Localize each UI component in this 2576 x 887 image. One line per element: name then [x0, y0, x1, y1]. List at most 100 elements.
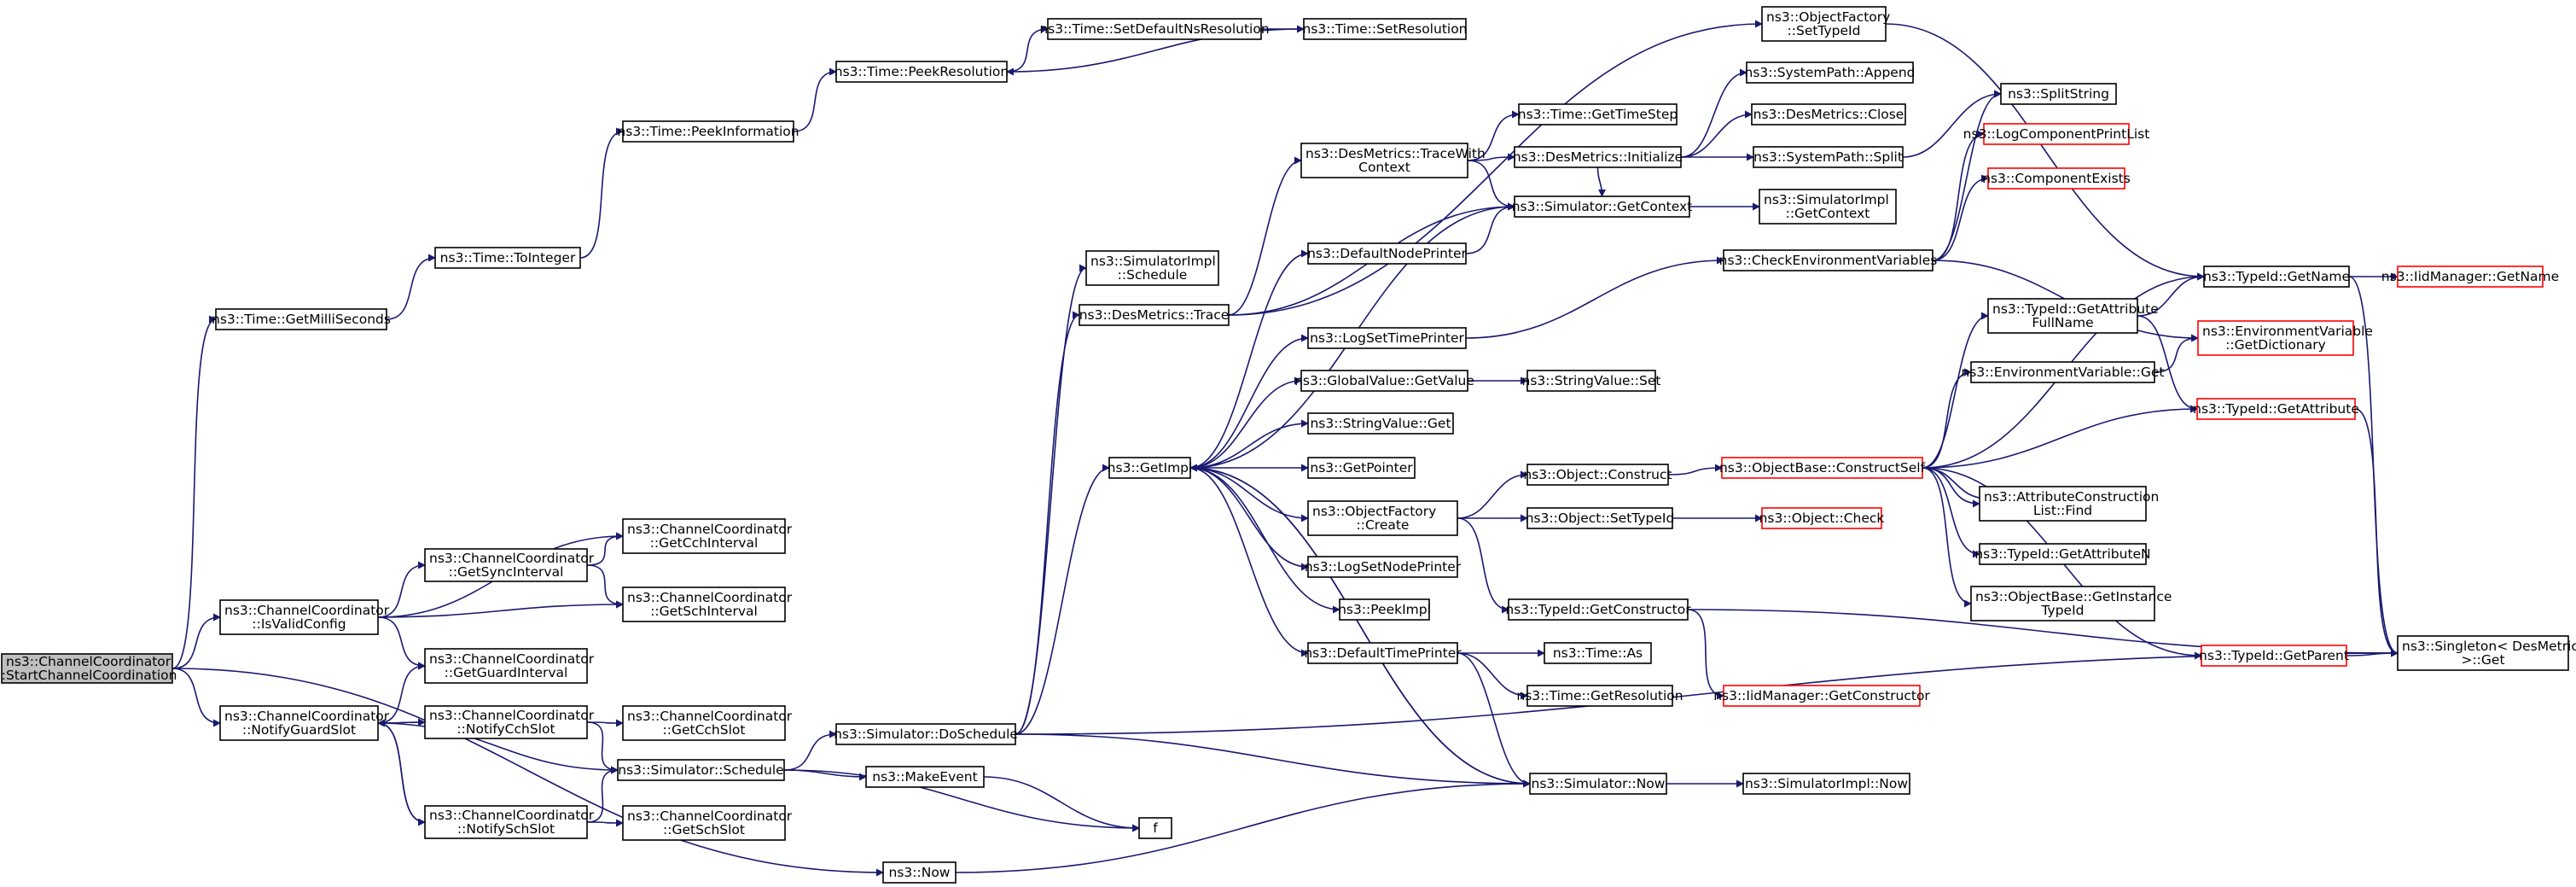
node-getPointer[interactable]: ns3::GetPointer: [1307, 457, 1416, 479]
node-logCompPrint[interactable]: ns3::LogComponentPrintList: [1963, 123, 2150, 145]
node-setRes[interactable]: ns3::Time::SetResolution: [1302, 18, 1468, 40]
edge-simDoSchedule-to-desTrace: [1015, 311, 1080, 735]
node-box: [2203, 266, 2350, 288]
node-envGet[interactable]: ns3::EnvironmentVariable::Get: [1961, 361, 2165, 383]
node-logSetNode[interactable]: ns3::LogSetNodePrinter: [1305, 556, 1462, 578]
node-box: [1761, 507, 1882, 529]
node-peekInfo[interactable]: ns3::Time::PeekInformation: [617, 120, 800, 143]
node-f[interactable]: f: [1138, 817, 1172, 839]
node-peekImpl[interactable]: ns3::PeekImpl: [1338, 598, 1431, 621]
node-isValid[interactable]: ns3::ChannelCoordinator::IsValidConfig: [219, 599, 390, 635]
node-simImplNow[interactable]: ns3::SimulatorImpl::Now: [1742, 773, 1910, 795]
node-compExists[interactable]: ns3::ComponentExists: [1982, 167, 2131, 190]
node-getSchSlot[interactable]: ns3::ChannelCoordinator::GetSchSlot: [622, 805, 793, 841]
node-notifySch[interactable]: ns3::ChannelCoordinator::NotifySchSlot: [424, 805, 595, 839]
node-box: [1508, 598, 1689, 621]
node-desInit[interactable]: ns3::DesMetrics::Initialize: [1513, 146, 1683, 168]
node-label: ::GetCchInterval: [650, 535, 759, 551]
node-box: [622, 120, 794, 143]
edge-root-to-isValid: [172, 613, 221, 669]
node-sysAppend[interactable]: ns3::SystemPath::Append: [1745, 61, 1916, 84]
node-label: ns3::SimulatorImpl: [1764, 192, 1889, 207]
node-label: >::Get: [2461, 652, 2504, 668]
node-label: FullName: [2032, 315, 2093, 330]
node-typeIdGetAttrN[interactable]: ns3::TypeId::GetAttributeN: [1974, 543, 2151, 565]
node-getImpl[interactable]: ns3::GetImpl: [1108, 457, 1193, 479]
node-sysSplit[interactable]: ns3::SystemPath::Split: [1753, 146, 1904, 168]
node-toInteger[interactable]: ns3::Time::ToInteger: [434, 247, 581, 269]
node-stringValueSet[interactable]: ns3::StringValue::Set: [1522, 370, 1661, 392]
node-getCchInt[interactable]: ns3::ChannelCoordinator::GetCchInterval: [622, 518, 793, 554]
node-box: [2397, 266, 2544, 288]
node-timeGetRes[interactable]: ns3::Time::GetResolution: [1516, 685, 1683, 707]
node-objBaseConstructSelf[interactable]: ns3::ObjectBase::ConstructSelf: [1719, 457, 1926, 479]
node-defNodePrinter[interactable]: ns3::DefaultNodePrinter: [1307, 242, 1468, 265]
node-simImplGetContext[interactable]: ns3::SimulatorImpl::GetContext: [1759, 189, 1897, 225]
node-typeIdGetAttr[interactable]: ns3::TypeId::GetAttribute: [2193, 398, 2359, 420]
node-simImplSchedule[interactable]: ns3::SimulatorImpl::Schedule: [1085, 250, 1219, 286]
node-objFactCreate[interactable]: ns3::ObjectFactory::Create: [1307, 500, 1458, 536]
node-box: [1529, 773, 1667, 795]
node-box: [1723, 685, 1921, 707]
node-label: ns3::TypeId::GetAttribute: [1992, 301, 2159, 317]
node-getSchInt[interactable]: ns3::ChannelCoordinator::GetSchInterval: [622, 586, 793, 622]
node-label: ::NotifyCchSlot: [456, 721, 555, 737]
node-getCchSlot[interactable]: ns3::ChannelCoordinator::GetCchSlot: [622, 705, 793, 741]
node-simGetContext[interactable]: ns3::Simulator::GetContext: [1512, 195, 1693, 218]
node-checkEnv[interactable]: ns3::CheckEnvironmentVariables: [1719, 249, 1938, 271]
node-notifyCch[interactable]: ns3::ChannelCoordinator::NotifyCchSlot: [424, 705, 595, 739]
node-box: [434, 247, 581, 269]
node-splitString[interactable]: ns3::SplitString: [2000, 83, 2117, 105]
node-simNow[interactable]: ns3::Simulator::Now: [1529, 773, 1667, 795]
node-label: ns3::ChannelCoordinator: [224, 603, 390, 618]
node-label: ns3::ObjectFactory: [1766, 9, 1890, 25]
node-label: ns3::Simulator::GetContext: [1512, 199, 1693, 214]
node-singleton[interactable]: ns3::Singleton< DesMetrics >::Get: [2397, 635, 2576, 671]
edge-objBaseConstructSelf-to-objBaseGetInst: [1922, 467, 1972, 608]
node-now[interactable]: ns3::Now: [882, 861, 957, 884]
node-makeEvent[interactable]: ns3::MakeEvent: [865, 766, 985, 788]
node-label: ::NotifyGuardSlot: [242, 722, 356, 738]
node-getMilli[interactable]: ns3::Time::GetMilliSeconds: [212, 308, 391, 330]
node-objCheck[interactable]: ns3::Object::Check: [1759, 507, 1885, 529]
node-box: [622, 518, 786, 554]
node-desClose[interactable]: ns3::DesMetrics::Close: [1751, 103, 1906, 125]
node-typeIdGetParent[interactable]: ns3::TypeId::GetParent: [2199, 645, 2349, 667]
node-typeIdGetCons[interactable]: ns3::TypeId::GetConstructor: [1505, 598, 1691, 621]
node-label: ns3::ChannelCoordinator: [429, 708, 595, 723]
node-logSetTime[interactable]: ns3::LogSetTimePrinter: [1307, 327, 1467, 349]
node-label: ns3::IidManager::GetConstructor: [1713, 688, 1930, 703]
node-getTimeStep[interactable]: ns3::Time::GetTimeStep: [1518, 103, 1678, 125]
node-simSchedule[interactable]: ns3::Simulator::Schedule: [617, 759, 785, 781]
edge-getImpl-to-logSetTime: [1189, 334, 1309, 469]
node-typeIdGetName[interactable]: ns3::TypeId::GetName: [2203, 266, 2350, 288]
node-envGetDict[interactable]: ns3::EnvironmentVariable::GetDictionary: [2197, 320, 2373, 356]
node-root[interactable]: ns3::ChannelCoordinator::StartChannelCoo…: [0, 653, 177, 684]
node-objSetTypeId[interactable]: ns3::Object::SetTypeId: [1526, 507, 1675, 529]
node-simDoSchedule[interactable]: ns3::Simulator::DoSchedule: [834, 723, 1018, 745]
node-globalGetValue[interactable]: ns3::GlobalValue::GetValue: [1294, 370, 1474, 392]
node-timeAs[interactable]: ns3::Time::As: [1544, 642, 1652, 664]
node-getSync[interactable]: ns3::ChannelCoordinator::GetSyncInterval: [424, 548, 595, 582]
node-notifyGuard[interactable]: ns3::ChannelCoordinator::NotifyGuardSlot: [219, 705, 390, 741]
node-peekRes[interactable]: ns3::Time::PeekResolution: [834, 61, 1009, 83]
node-defTimePrinter[interactable]: ns3::DefaultTimePrinter: [1304, 642, 1462, 664]
node-setDefNs[interactable]: ns3::Time::SetDefaultNsResolution: [1039, 18, 1270, 40]
node-label: ::GetCchSlot: [663, 722, 746, 738]
node-iidGetName[interactable]: ns3::IidManager::GetName: [2381, 266, 2559, 288]
node-label: ns3::Time::ToInteger: [440, 250, 576, 266]
node-label: ::GetSyncInterval: [449, 564, 564, 580]
node-getGuard[interactable]: ns3::ChannelCoordinator::GetGuardInterva…: [424, 648, 595, 684]
node-objConstruct[interactable]: ns3::Object::Construct: [1523, 464, 1672, 486]
node-label: ::StartChannelCoordination: [0, 668, 177, 683]
node-objFactSetTypeId[interactable]: ns3::ObjectFactory::SetTypeId: [1761, 6, 1890, 42]
node-desTrace[interactable]: ns3::DesMetrics::Trace: [1079, 304, 1230, 326]
node-label: ns3::Time::PeekInformation: [617, 124, 799, 139]
node-iidGetCons[interactable]: ns3::IidManager::GetConstructor: [1713, 685, 1930, 707]
node-label: ns3::DesMetrics::TraceWith: [1305, 146, 1486, 161]
node-stringValueGet[interactable]: ns3::StringValue::Get: [1307, 412, 1454, 435]
